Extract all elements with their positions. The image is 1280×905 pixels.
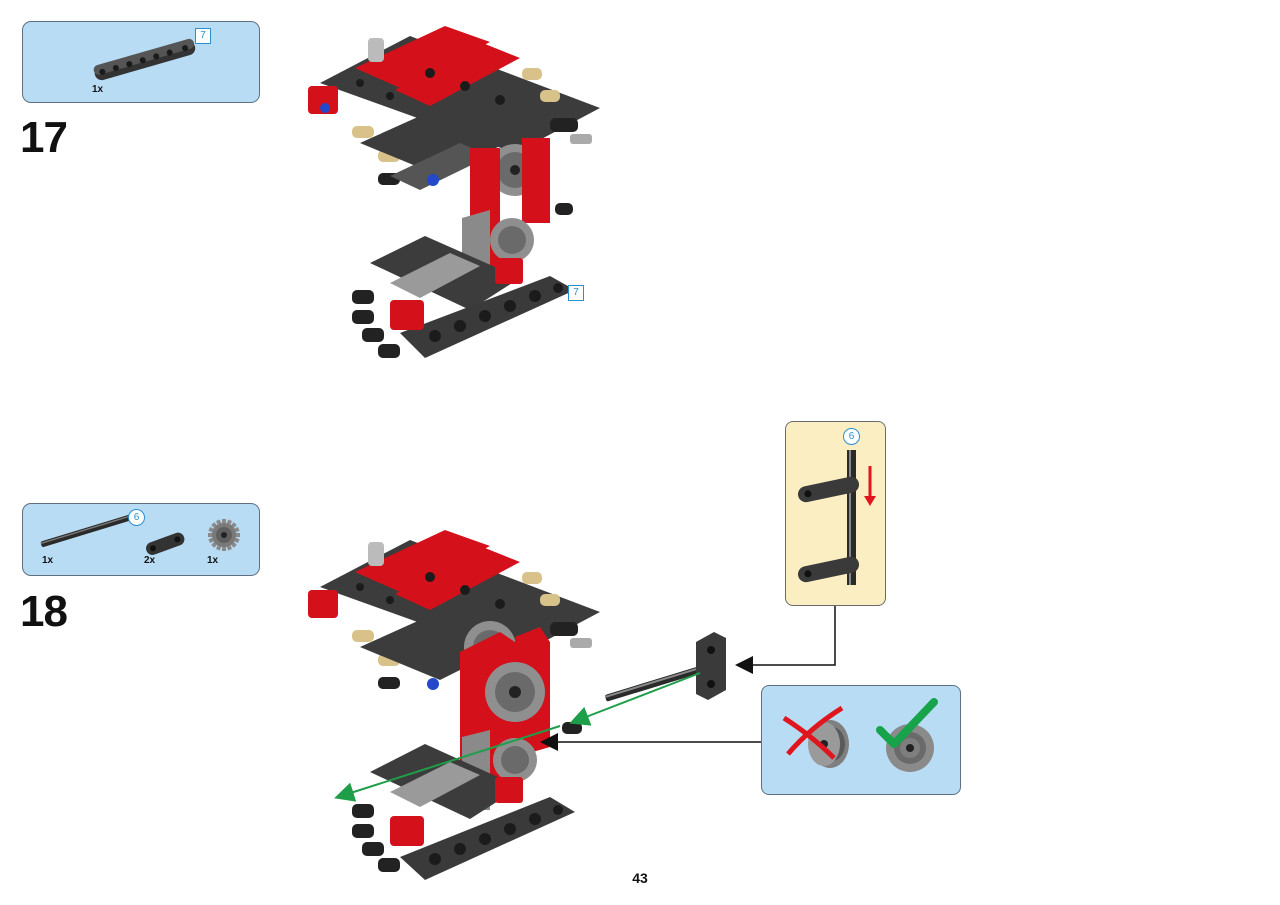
parts-list-step-18: 6 1x 2x 1x xyxy=(22,503,260,576)
liftarm-part-icon xyxy=(93,38,196,81)
model-illustration-step-17 xyxy=(308,26,600,358)
correct-gear-orientation xyxy=(876,698,938,772)
page-number: 43 xyxy=(632,870,648,886)
step-number-18: 18 xyxy=(20,587,68,636)
wrong-gear-orientation xyxy=(782,705,849,768)
part-quantity: 1x xyxy=(42,555,54,566)
axle-check-illustration xyxy=(798,450,876,585)
thin-liftarm-part-icon xyxy=(146,532,185,555)
axle-with-liftarm-subassembly xyxy=(604,632,726,702)
part-quantity: 2x xyxy=(144,555,156,566)
check-mark-icon xyxy=(876,698,938,748)
model-length-badge: 7 xyxy=(568,285,584,301)
wrong-mark-icon xyxy=(782,715,836,760)
parts-list-step-17: 1x 7 xyxy=(22,21,260,103)
gear-part-icon xyxy=(208,519,240,551)
axle-length-badge: 6 xyxy=(128,509,145,526)
part-quantity: 1x xyxy=(92,84,104,95)
gear-orientation-callout xyxy=(761,685,961,795)
part-length-badge: 7 xyxy=(195,28,211,44)
part-quantity: 1x xyxy=(207,555,219,566)
axle-length-badge: 6 xyxy=(843,428,860,445)
model-illustration-step-18 xyxy=(308,530,600,880)
axle-length-callout: 6 xyxy=(785,421,886,606)
axle-part-icon xyxy=(40,514,134,547)
step-number-17: 17 xyxy=(20,113,68,162)
